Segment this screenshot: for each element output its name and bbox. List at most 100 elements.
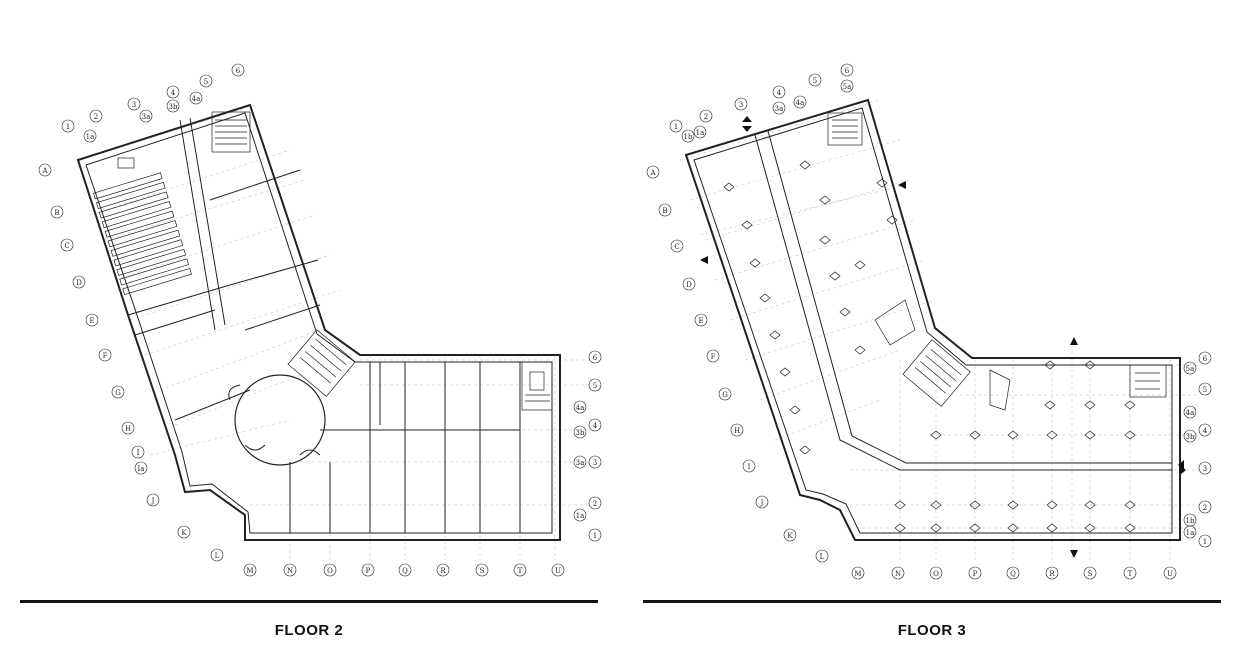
f3-let-0: A bbox=[649, 169, 656, 177]
floor-2-underline bbox=[20, 600, 598, 603]
f2-let-10: J bbox=[151, 497, 155, 505]
f2-right-2: 4a bbox=[576, 404, 585, 412]
f2-let-0: A bbox=[41, 167, 48, 175]
f3-let-5: F bbox=[711, 353, 716, 361]
floor-2-title: FLOOR 2 bbox=[274, 622, 344, 639]
f2-bot-5: R bbox=[440, 567, 446, 575]
f2-right-5: 3a bbox=[576, 459, 585, 467]
f2-num-6: 3b bbox=[169, 103, 178, 111]
floor-3-section-markers bbox=[700, 116, 1186, 558]
f3-let-4: E bbox=[698, 317, 703, 325]
f2-num-4: 3a bbox=[142, 113, 151, 121]
floor-2-grid-lines bbox=[79, 104, 590, 560]
f3-bot-4: Q bbox=[1010, 570, 1016, 578]
floor-3-title: FLOOR 3 bbox=[897, 622, 967, 639]
f2-right-6: 3 bbox=[593, 459, 597, 467]
f2-bot-8: U bbox=[555, 567, 561, 575]
f3-right-9: 1a bbox=[1186, 529, 1195, 537]
f3-bot-3: P bbox=[973, 570, 978, 578]
f3-bot-5: R bbox=[1049, 570, 1055, 578]
f3-let-1: B bbox=[662, 207, 667, 215]
f3-right-6: 3 bbox=[1203, 465, 1207, 473]
f2-bot-6: S bbox=[480, 567, 485, 575]
floor-3-inner-wall bbox=[693, 107, 1173, 534]
f3-let-3: D bbox=[686, 281, 692, 289]
f3-bot-8: U bbox=[1167, 570, 1173, 578]
floor-3-stairs bbox=[827, 112, 1167, 411]
f3-num-4: 3 bbox=[739, 101, 743, 109]
floor-2-grid-labels: 1 1a 2 3 3a 4 3b 4a 5 6 A B C D E F G H … bbox=[41, 67, 597, 575]
f3-num-0: 1 bbox=[674, 123, 678, 131]
f2-let-4: E bbox=[89, 317, 94, 325]
f2-num-5: 4 bbox=[171, 89, 176, 97]
f3-right-0: 6 bbox=[1203, 355, 1208, 363]
f3-bot-1: N bbox=[895, 570, 901, 578]
f2-right-9: 1 bbox=[593, 532, 597, 540]
floor-2-auditorium-seating bbox=[93, 157, 192, 296]
floor-2-partitions bbox=[127, 117, 521, 533]
f2-num-3: 3 bbox=[132, 101, 136, 109]
f3-let-11: L bbox=[820, 553, 825, 561]
f3-right-8: 1b bbox=[1186, 517, 1195, 525]
f3-bot-2: O bbox=[933, 570, 939, 578]
f2-num-7: 4a bbox=[192, 95, 201, 103]
floor-3-corridor bbox=[754, 130, 1172, 471]
f2-right-0: 6 bbox=[593, 354, 598, 362]
f3-right-3: 4a bbox=[1186, 409, 1195, 417]
f2-num-2: 2 bbox=[94, 113, 98, 121]
f2-let-12: L bbox=[215, 552, 220, 560]
floor-2-door-swings bbox=[228, 384, 321, 456]
floor-3-grid-labels: 1 1b 1a 2 3 3a 4 4a 5 5a 6 A B C D E F G… bbox=[649, 67, 1207, 578]
f3-right-1: 5a bbox=[1186, 365, 1195, 373]
f3-right-4: 4 bbox=[1203, 427, 1208, 435]
f3-num-1: 1b bbox=[684, 133, 693, 141]
f2-right-3: 4 bbox=[593, 422, 598, 430]
f3-let-8: I bbox=[748, 463, 751, 471]
f3-num-2: 1a bbox=[696, 129, 705, 137]
f2-let-11: K bbox=[181, 529, 187, 537]
f2-num-1: 1a bbox=[86, 133, 95, 141]
f3-let-2: C bbox=[674, 243, 679, 251]
floor-2-stairs bbox=[211, 111, 553, 411]
f2-let-1: B bbox=[54, 209, 59, 217]
f3-right-7: 2 bbox=[1203, 504, 1207, 512]
f3-num-3: 2 bbox=[704, 113, 708, 121]
f2-right-8: 1a bbox=[576, 512, 585, 520]
f2-right-4: 3b bbox=[576, 429, 585, 437]
f3-bot-0: M bbox=[854, 570, 861, 578]
f3-right-10: 1 bbox=[1203, 538, 1207, 546]
f3-right-2: 5 bbox=[1203, 386, 1207, 394]
f3-right-5: 3b bbox=[1186, 433, 1195, 441]
f3-num-10: 6 bbox=[845, 67, 850, 75]
f2-bot-4: Q bbox=[402, 567, 408, 575]
f2-let-2: C bbox=[64, 242, 69, 250]
f2-bot-3: P bbox=[366, 567, 371, 575]
f3-let-10: K bbox=[787, 532, 793, 540]
f2-num-8: 5 bbox=[204, 78, 208, 86]
floor-3-outer-wall bbox=[684, 98, 1181, 541]
f3-let-6: G bbox=[722, 391, 728, 399]
f2-right-7: 2 bbox=[593, 500, 597, 508]
f3-let-7: H bbox=[734, 427, 740, 435]
f3-num-8: 5 bbox=[813, 77, 817, 85]
floor-2-inner-wall bbox=[85, 112, 553, 534]
f3-let-9: J bbox=[760, 499, 764, 507]
floor-3-columns bbox=[723, 160, 1136, 533]
f2-let-8: I bbox=[137, 449, 140, 457]
f2-num-9: 6 bbox=[236, 67, 241, 75]
floor-2-rotunda bbox=[234, 374, 326, 466]
f2-bot-2: O bbox=[327, 567, 333, 575]
floor-3-underline bbox=[643, 600, 1221, 603]
floor-3-grid-lines bbox=[679, 99, 1200, 560]
f3-num-5: 3a bbox=[775, 105, 784, 113]
f3-bot-7: T bbox=[1128, 570, 1133, 578]
f2-let-7: H bbox=[125, 425, 131, 433]
floor-2-outer-wall bbox=[76, 103, 561, 541]
f2-num-0: 1 bbox=[66, 123, 70, 131]
f2-bot-0: M bbox=[246, 567, 253, 575]
f3-num-7: 4a bbox=[796, 99, 805, 107]
f3-num-6: 4 bbox=[777, 89, 782, 97]
f3-bot-6: S bbox=[1088, 570, 1093, 578]
floor-2-plan bbox=[38, 63, 602, 577]
